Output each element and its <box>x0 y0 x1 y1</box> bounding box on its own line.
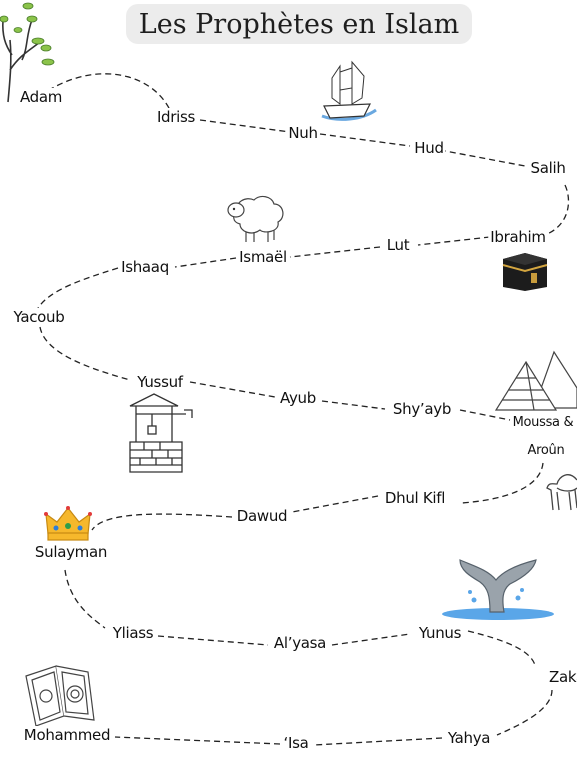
prophet-alyasa: Al’yasa <box>271 634 329 652</box>
prophet-salih: Salih <box>528 159 568 177</box>
prophet-dhul-kifl: Dhul Kifl <box>382 489 448 507</box>
prophet-ismael: Ismaël <box>237 248 289 266</box>
whale-tail-icon <box>442 559 554 620</box>
kaaba-icon <box>502 253 548 291</box>
prophet-yussuf: Yussuf <box>135 373 185 391</box>
prophet-idriss: Idriss <box>154 108 198 126</box>
well-icon <box>129 393 193 473</box>
tree-icon <box>0 2 55 103</box>
prophet-nuh: Nuh <box>286 124 320 142</box>
prophet-yahya: Yahya <box>445 729 493 747</box>
prophet-yunus: Yunus <box>416 624 464 642</box>
sheep-icon <box>227 195 284 242</box>
prophet-zakariya: Zakariya <box>547 668 577 686</box>
prophet-isa: ‘Isa <box>281 734 311 752</box>
crown-icon <box>44 506 92 541</box>
prophet-sulayman: Sulayman <box>32 543 110 561</box>
prophet-moussa-line1: Moussa & <box>510 414 576 432</box>
prophet-yliass: Yliass <box>110 624 156 642</box>
ship-icon <box>321 60 377 121</box>
prophet-adam: Adam <box>17 88 65 106</box>
prophet-mohammed: Mohammed <box>21 726 113 744</box>
prophet-ibrahim: Ibrahim <box>488 228 548 246</box>
pyramids-icon <box>494 350 577 411</box>
prophet-lut: Lut <box>384 236 412 254</box>
camel-icon <box>546 474 577 511</box>
quran-icon <box>25 665 95 727</box>
prophet-yacoub: Yacoub <box>11 308 67 326</box>
prophet-moussa-line2: Aroûn <box>525 442 567 460</box>
prophet-ayub: Ayub <box>278 389 318 407</box>
prophet-shuayb: Shy’ayb <box>390 400 454 418</box>
page-title: Les Prophètes en Islam <box>126 4 472 44</box>
prophet-ishaaq: Ishaaq <box>119 258 171 276</box>
prophet-hud: Hud <box>412 139 446 157</box>
prophet-dawud: Dawud <box>234 507 290 525</box>
